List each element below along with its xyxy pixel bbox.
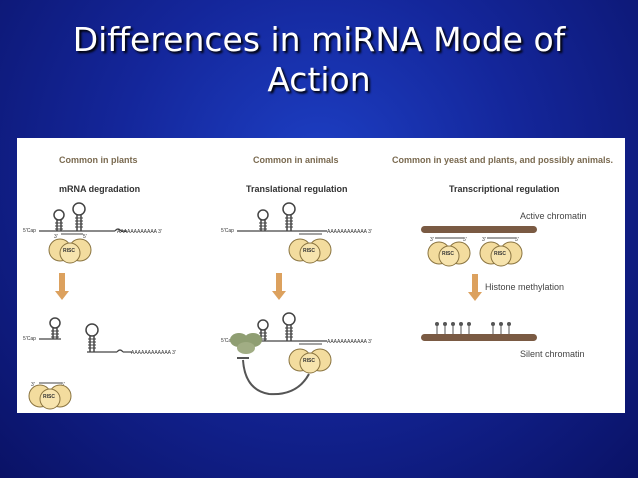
slide-title: Differences in miRNA Mode of Action — [0, 20, 638, 100]
label-silent-chromatin: Silent chromatin — [520, 349, 585, 359]
arrow-plants — [55, 273, 69, 300]
header-plants: Common in plants — [59, 155, 138, 165]
svg-text:3': 3' — [54, 234, 58, 240]
active-chromatin-bar — [421, 226, 537, 233]
mirna-diagram: Common in plants Common in animals Commo… — [23, 155, 613, 410]
header-animals: Common in animals — [253, 155, 339, 165]
label-histone-methylation: Histone methylation — [485, 282, 564, 292]
svg-text:5': 5' — [83, 234, 87, 240]
arrow-animals — [272, 273, 286, 300]
subtitle-translational: Translational regulation — [246, 184, 348, 194]
subtitle-transcriptional: Transcriptional regulation — [449, 184, 560, 194]
animals-mrna-top: 5'Cap AAAAAAAAAAAA 3' RISC — [221, 202, 372, 264]
svg-text:5': 5' — [515, 237, 519, 243]
svg-text:3': 3' — [482, 237, 486, 243]
svg-text:5'Cap: 5'Cap — [23, 336, 36, 342]
slide-title-line1: Differences in miRNA Mode of — [72, 20, 566, 59]
figure-panel: Common in plants Common in animals Commo… — [17, 138, 625, 413]
svg-text:3': 3' — [31, 382, 35, 388]
svg-text:AAAAAAAAAAAA 3': AAAAAAAAAAAA 3' — [117, 229, 162, 235]
svg-text:RISC: RISC — [494, 251, 506, 257]
animals-mrna-blocked: 5'Cap AAAAAAAAAAAA 3' RISC — [221, 312, 372, 396]
svg-text:RISC: RISC — [303, 248, 315, 254]
svg-text:5'Cap: 5'Cap — [221, 338, 234, 344]
svg-text:AAAAAAAAAAAA 3': AAAAAAAAAAAA 3' — [327, 339, 372, 345]
svg-text:RISC: RISC — [43, 394, 55, 400]
svg-text:5': 5' — [463, 237, 467, 243]
silent-chromatin-bar — [421, 334, 537, 341]
svg-text:RISC: RISC — [303, 358, 315, 364]
label-active-chromatin: Active chromatin — [520, 211, 587, 221]
svg-text:RISC: RISC — [63, 248, 75, 254]
arrow-yeast — [468, 274, 482, 301]
svg-text:5'Cap: 5'Cap — [221, 228, 234, 234]
svg-text:AAAAAAAAAAAA 3': AAAAAAAAAAAA 3' — [327, 229, 372, 235]
plants-mrna-top: 5'Cap AAAAAAAAAAAA 3' 3' 5' RISC — [23, 202, 162, 264]
inhibition-arrow — [242, 359, 310, 396]
slide-title-line2: Action — [267, 60, 371, 99]
plants-risc-free: 3' 5' RISC — [28, 382, 72, 410]
svg-text:5'Cap: 5'Cap — [23, 228, 36, 234]
svg-text:RISC: RISC — [442, 251, 454, 257]
svg-text:3': 3' — [430, 237, 434, 243]
chromatin-risc-left: 3' 5' RISC — [427, 237, 471, 267]
subtitle-degradation: mRNA degradation — [59, 184, 140, 194]
header-yeast: Common in yeast and plants, and possibly… — [392, 155, 613, 165]
plants-mrna-cleaved: 5'Cap AAAAAAAAAAAA 3' — [23, 317, 176, 356]
chromatin-risc-right: 3' 5' RISC — [479, 237, 523, 267]
svg-text:AAAAAAAAAAAA 3': AAAAAAAAAAAA 3' — [131, 350, 176, 356]
methylation-pins — [434, 321, 512, 335]
ribosome-icon — [230, 333, 262, 354]
